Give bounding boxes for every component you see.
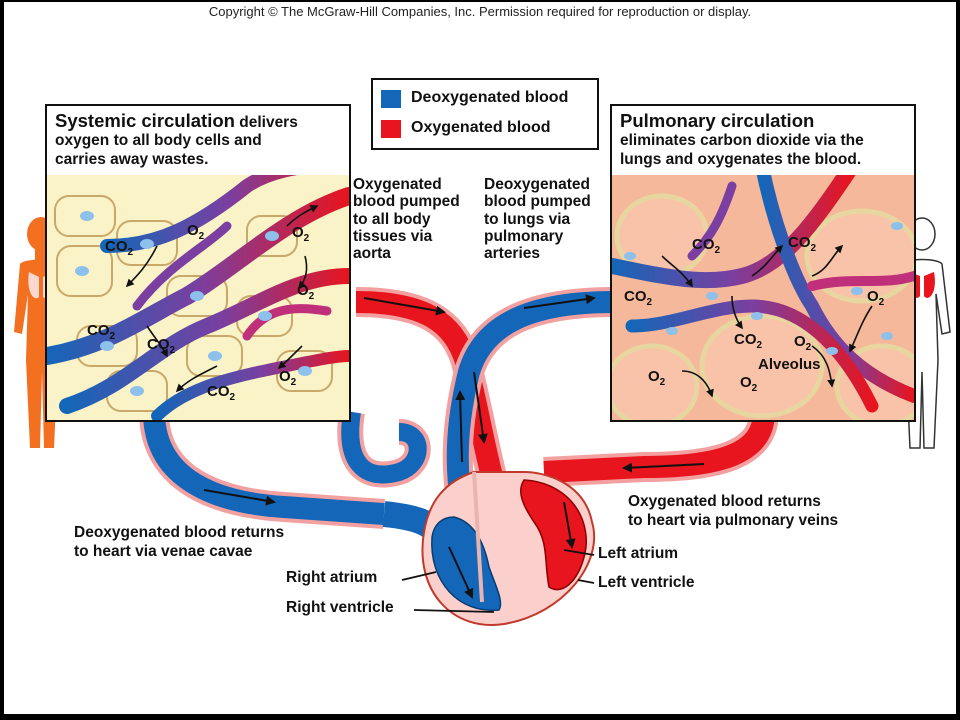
nuclei	[624, 222, 903, 355]
gas-label-o2: O2	[279, 368, 297, 388]
gas-label-co2: CO2	[788, 234, 817, 254]
leader-lines	[401, 549, 595, 613]
pulmonary-title: Pulmonary circulation	[620, 110, 815, 131]
gas-label-o2: O2	[292, 224, 310, 244]
circulation-diagram	[14, 217, 951, 627]
legend: Deoxygenated blood Oxygenated blood	[371, 78, 599, 150]
systemic-desc-3: carries away wastes.	[55, 150, 209, 168]
legend-label-deoxygenated: Deoxygenated blood	[411, 89, 569, 106]
systemic-desc-2: oxygen to all body cells and	[55, 132, 262, 150]
legend-label-oxygenated: Oxygenated blood	[411, 119, 551, 136]
legend-swatch-oxygenated	[381, 120, 401, 138]
systemic-desc-1: delivers	[234, 114, 298, 131]
flow-arrows	[203, 294, 705, 599]
systemic-header: Systemic circulation delivers oxygen to …	[47, 106, 349, 175]
gas-label-co2: CO2	[105, 238, 134, 258]
gas-label-o2: O2	[187, 222, 205, 242]
heart	[421, 471, 595, 627]
gas-label-o2: O2	[297, 282, 315, 302]
gas-label-co2: CO2	[624, 288, 653, 308]
pulmonary-desc-2: lungs and oxygenates the blood.	[620, 150, 862, 168]
nuclei	[75, 211, 312, 396]
systemic-capillary-bed	[47, 154, 349, 420]
gas-label-o2: O2	[740, 374, 758, 394]
left-ventricle-label: Left ventricle	[598, 574, 695, 591]
gas-label-o2: O2	[648, 368, 666, 388]
right-ventricle-label: Right ventricle	[286, 599, 394, 616]
gas-label-co2: CO2	[692, 236, 721, 256]
alveolus-label: Alveolus	[758, 356, 821, 373]
legend-swatch-deoxygenated	[381, 90, 401, 108]
pulmonary-capillary-bed	[612, 158, 914, 420]
gas-label-co2: CO2	[734, 331, 763, 351]
venae-cavae	[139, 409, 456, 549]
gas-arrows	[125, 205, 319, 393]
gas-label-o2: O2	[794, 333, 812, 353]
systemic-title: Systemic circulation	[55, 110, 235, 131]
gas-label-co2: CO2	[147, 336, 176, 356]
pulmonary-circulation-panel: Pulmonary circulation eliminates carbon …	[610, 104, 916, 422]
systemic-circulation-panel: Systemic circulation delivers oxygen to …	[45, 104, 351, 422]
gas-arrows	[661, 244, 873, 398]
pulmonary-header: Pulmonary circulation eliminates carbon …	[612, 106, 914, 175]
left-atrium-label: Left atrium	[598, 545, 679, 562]
right-atrium-label: Right atrium	[286, 569, 378, 586]
diagram-canvas: Copyright © The McGraw-Hill Companies, I…	[4, 2, 956, 714]
capillaries	[612, 158, 914, 413]
pulmonary-desc-1: eliminates carbon dioxide via the	[620, 132, 864, 150]
gas-label-co2: CO2	[87, 322, 116, 342]
gas-label-o2: O2	[867, 288, 885, 308]
gas-label-co2: CO2	[207, 383, 236, 403]
copyright-notice: Copyright © The McGraw-Hill Companies, I…	[208, 4, 752, 19]
